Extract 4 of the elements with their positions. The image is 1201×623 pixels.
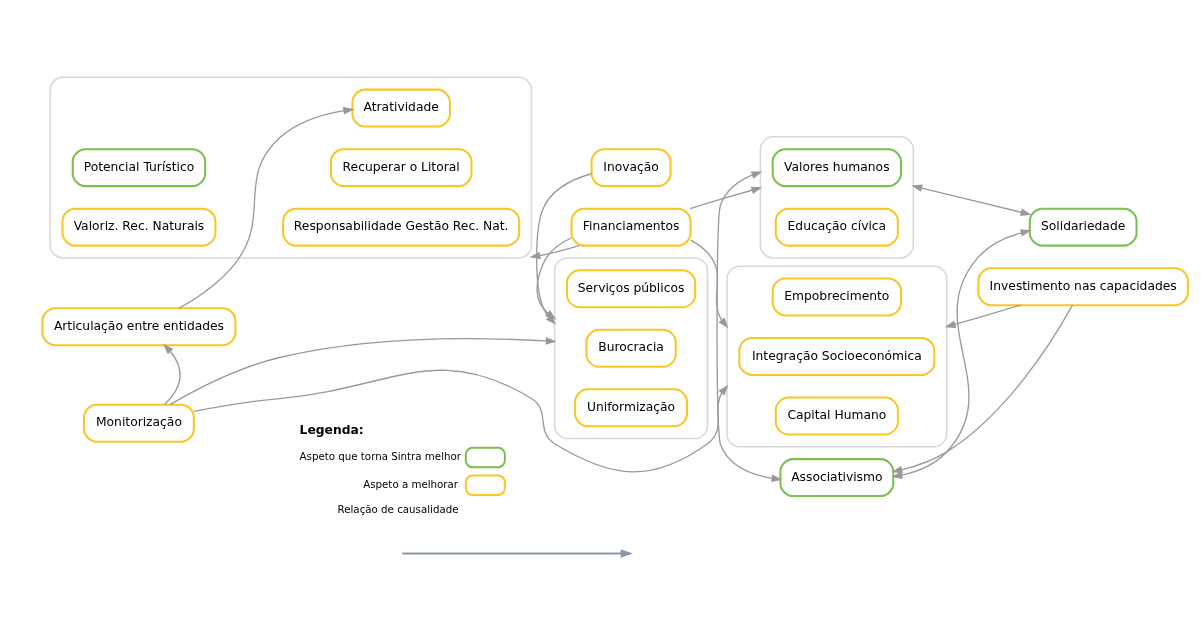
label: Legenda: (299, 423, 364, 438)
legend-label: Aspeto a melhorar (363, 477, 459, 490)
legend-label: Relação de causalidade (337, 502, 459, 515)
legend-label: Aspeto que torna Sintra melhor (299, 450, 461, 463)
